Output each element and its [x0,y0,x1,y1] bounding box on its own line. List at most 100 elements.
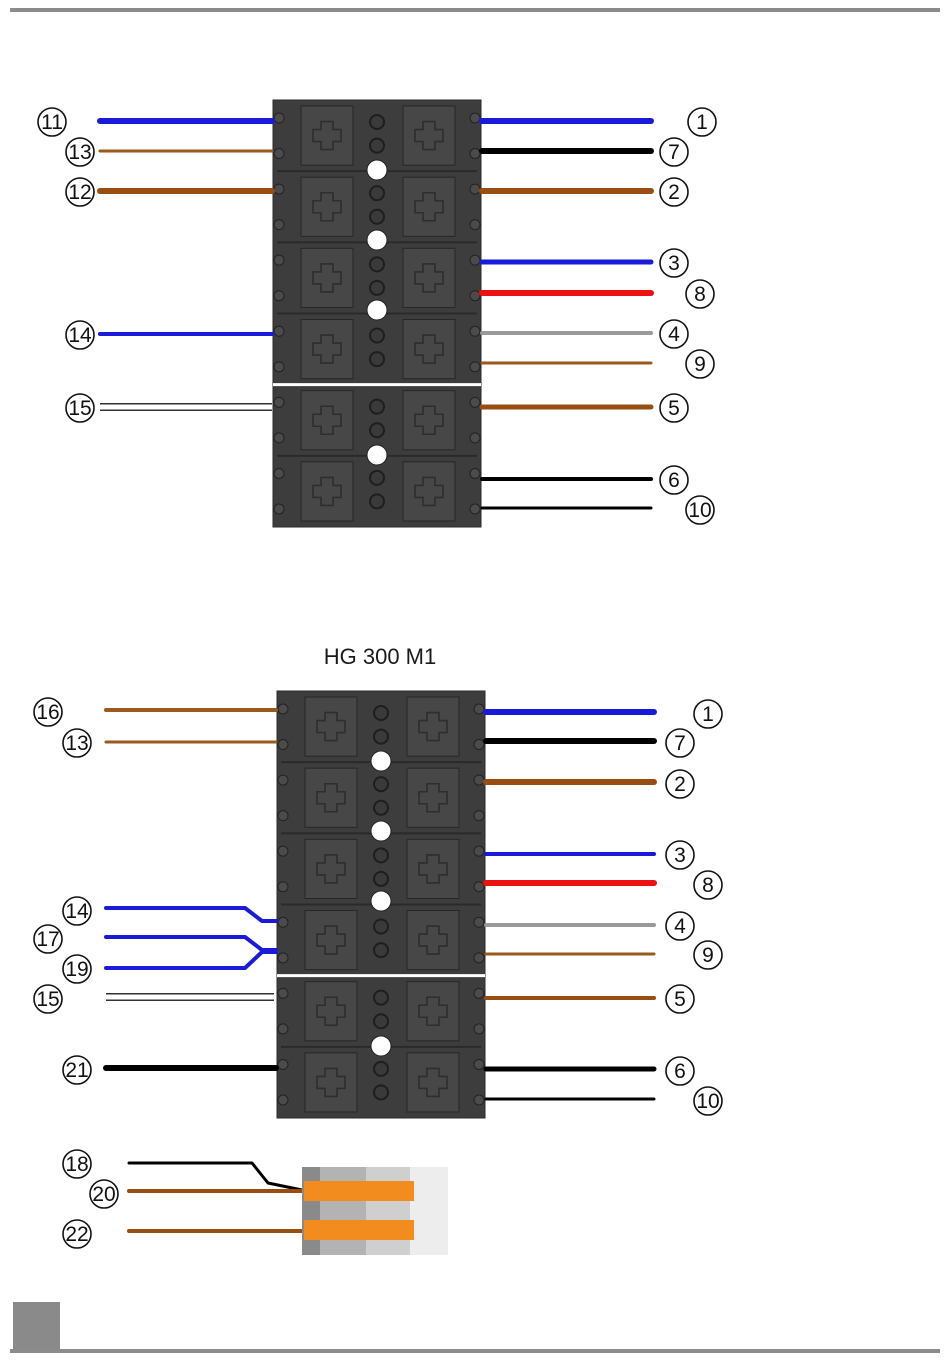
terminal-label-7: 7 [668,141,680,164]
terminal-label-1: 1 [702,703,714,726]
screw-cell [301,248,353,307]
screw-cell [407,982,459,1041]
wire-left-17 [106,937,276,950]
screw-cell [403,248,455,307]
screw-cell [403,106,455,165]
notch-left [274,291,284,301]
lever-bottom [304,1220,414,1240]
notch-right [474,704,484,714]
screw-cell [407,1053,459,1112]
notch-left [278,704,288,714]
terminal-label-13: 13 [65,732,88,755]
connector-side [302,1167,320,1255]
terminal-label-5: 5 [674,988,686,1011]
terminal-label-13: 13 [68,141,91,164]
terminal-label-12: 12 [68,181,91,204]
wire-left-19 [106,952,276,968]
white-marker [367,230,387,250]
notch-right [470,113,480,123]
white-marker [371,891,391,911]
terminal-block-1 [273,100,481,527]
center-hole [370,329,384,343]
screw-cell [407,697,459,756]
terminal-label-3: 3 [674,844,686,867]
terminal-label-20: 20 [92,1183,115,1206]
notch-right [474,811,484,821]
notch-left [274,326,284,336]
center-hole [374,848,388,862]
white-marker [367,160,387,180]
notch-right [474,775,484,785]
screw-cell [407,911,459,970]
terminal-label-1: 1 [696,111,708,134]
terminal-label-8: 8 [702,874,714,897]
screw-cell [305,697,357,756]
notch-right [474,846,484,856]
notch-left [274,184,284,194]
screw-cell [305,911,357,970]
center-hole [370,257,384,271]
notch-left [278,811,288,821]
center-hole [374,777,388,791]
notch-left [278,846,288,856]
notch-left [274,149,284,159]
terminal-label-6: 6 [674,1060,686,1083]
notch-right [474,917,484,927]
terminal-label-7: 7 [674,732,686,755]
terminal-label-10: 10 [688,499,711,522]
wire-connector-18 [129,1163,302,1190]
notch-right [470,220,480,230]
center-hole [370,494,384,508]
screw-cell [403,177,455,236]
terminal-label-14: 14 [65,900,89,923]
screw-cell [407,768,459,827]
notch-right [474,953,484,963]
center-hole [374,920,388,934]
center-hole [370,352,384,366]
screw-cell [301,177,353,236]
notch-left [278,988,288,998]
terminal-label-10: 10 [696,1090,719,1113]
center-hole [374,943,388,957]
connector-mid [320,1167,366,1255]
white-marker [367,445,387,465]
screw-cell [301,462,353,521]
notch-left [274,433,284,443]
bottom-rule [10,1349,940,1353]
center-hole [370,186,384,200]
terminal-label-15: 15 [68,397,91,420]
terminal-block-2 [277,691,485,1118]
page-marker [13,1302,60,1349]
model-title: HG 300 M1 [280,644,480,670]
terminal-label-14: 14 [68,324,92,347]
screw-cell [305,839,357,898]
center-hole [374,801,388,815]
notch-right [474,1095,484,1105]
screw-cell [305,982,357,1041]
notch-right [470,433,480,443]
notch-left [274,468,284,478]
terminal-label-3: 3 [668,252,680,275]
terminal-label-2: 2 [668,181,680,204]
notch-left [278,740,288,750]
notch-right [474,1024,484,1034]
notch-right [474,882,484,892]
screw-cell [403,462,455,521]
center-hole [370,210,384,224]
notch-right [474,740,484,750]
terminal-label-4: 4 [674,915,686,938]
notch-left [274,113,284,123]
terminal-label-19: 19 [65,958,88,981]
terminal-label-21: 21 [65,1059,88,1082]
notch-left [278,1059,288,1069]
connector-end [410,1167,448,1255]
center-hole [374,991,388,1005]
center-hole [374,1085,388,1099]
terminal-label-2: 2 [674,773,686,796]
connector-mid2 [366,1167,410,1255]
notch-right [470,468,480,478]
notch-left [278,1095,288,1105]
screw-cell [305,768,357,827]
screw-cell [403,391,455,450]
